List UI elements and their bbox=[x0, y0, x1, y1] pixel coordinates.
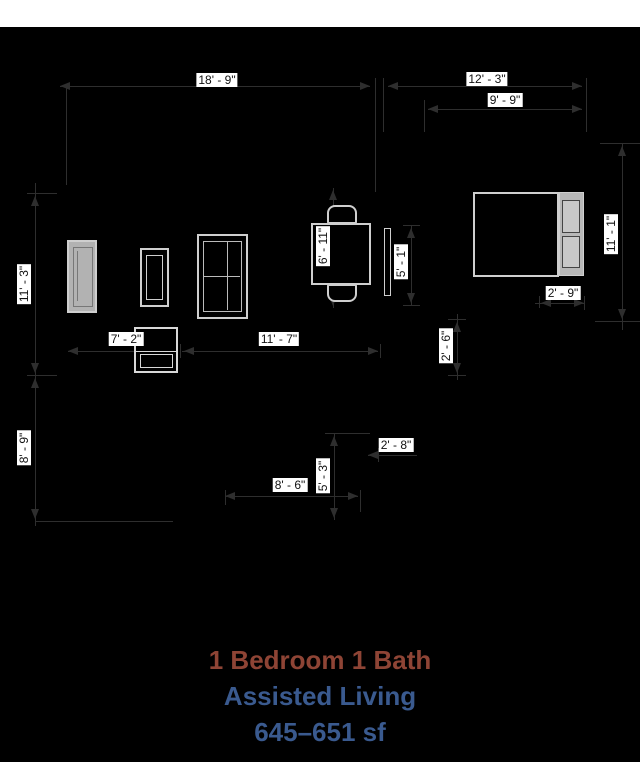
dim-label-11-3: 11' - 3" bbox=[17, 263, 31, 305]
square-table-divider bbox=[136, 351, 176, 352]
dimension-line bbox=[411, 225, 412, 305]
extension-tick bbox=[600, 143, 640, 144]
dim-label-18-9: 18' - 9" bbox=[196, 73, 238, 87]
arrow-icon bbox=[31, 378, 39, 388]
arrow-icon bbox=[330, 508, 338, 518]
arrow-icon bbox=[453, 322, 461, 332]
square-table bbox=[134, 327, 178, 373]
dimension-line bbox=[428, 109, 582, 110]
dresser-detail bbox=[77, 251, 78, 301]
arrow-icon bbox=[31, 196, 39, 206]
extension-tick bbox=[403, 305, 420, 306]
dim-label-12-3: 12' - 3" bbox=[466, 72, 508, 86]
extension-tick bbox=[378, 448, 379, 462]
dimension-line bbox=[388, 86, 582, 87]
tv bbox=[384, 228, 391, 296]
dim-label-5-1: 5' - 1" bbox=[394, 244, 408, 280]
plan-title: 1 Bedroom 1 Bath bbox=[208, 645, 432, 675]
dresser-door bbox=[73, 247, 93, 307]
extension-tick bbox=[380, 344, 381, 358]
dimension-line bbox=[225, 496, 358, 497]
extension-line bbox=[66, 88, 67, 185]
dim-label-8-9: 8' - 9" bbox=[17, 430, 31, 466]
arrow-icon bbox=[574, 299, 584, 307]
dimension-line bbox=[622, 143, 623, 330]
dim-label-6-11: 6' - 11" bbox=[316, 225, 330, 267]
extension-line bbox=[375, 78, 376, 192]
dim-label-7-2: 7' - 2" bbox=[108, 332, 144, 346]
arrow-icon bbox=[60, 82, 70, 90]
extension-tick bbox=[27, 193, 57, 194]
chair bbox=[327, 205, 357, 224]
bed-headboard bbox=[559, 192, 584, 276]
dimension-line bbox=[68, 351, 178, 352]
cabinet bbox=[197, 234, 248, 319]
plan-subtitle: Assisted Living bbox=[223, 681, 417, 711]
dim-label-11-1: 11' - 1" bbox=[604, 213, 618, 255]
pillow bbox=[562, 200, 580, 233]
extension-tick bbox=[180, 344, 181, 358]
arrow-icon bbox=[368, 451, 378, 459]
arrow-icon bbox=[31, 509, 39, 519]
extension-tick bbox=[325, 433, 370, 434]
arrow-icon bbox=[68, 347, 78, 355]
arrow-icon bbox=[572, 105, 582, 113]
arrow-icon bbox=[31, 363, 39, 373]
arrow-icon bbox=[541, 299, 551, 307]
top-white-band bbox=[0, 0, 640, 27]
bed-mattress bbox=[473, 192, 559, 277]
chair bbox=[327, 284, 357, 302]
dim-label-9-9: 9' - 9" bbox=[487, 93, 523, 107]
pillow bbox=[562, 236, 580, 268]
dimension-line bbox=[535, 303, 584, 304]
arrow-icon bbox=[388, 82, 398, 90]
dim-label-8-6: 8' - 6" bbox=[272, 478, 308, 492]
arrow-icon bbox=[618, 309, 626, 319]
dimension-line bbox=[334, 433, 335, 520]
dimension-line bbox=[182, 351, 378, 352]
extension-tick bbox=[27, 375, 57, 376]
dim-label-11-7: 11' - 7" bbox=[258, 332, 300, 346]
arrow-icon bbox=[407, 228, 415, 238]
dimension-line bbox=[35, 183, 36, 526]
arrow-icon bbox=[184, 347, 194, 355]
plan-area: 645–651 sf bbox=[254, 717, 386, 747]
extension-line bbox=[424, 100, 425, 132]
extension-line bbox=[383, 78, 384, 132]
dresser bbox=[67, 240, 97, 313]
extension-tick bbox=[595, 321, 640, 322]
arrow-icon bbox=[348, 492, 358, 500]
plan-titles: 1 Bedroom 1 Bath Assisted Living 645–651… bbox=[0, 642, 640, 750]
extension-tick bbox=[539, 296, 540, 308]
dim-label-2-9: 2' - 9" bbox=[545, 286, 581, 300]
dimension-line bbox=[457, 314, 458, 380]
arrow-icon bbox=[225, 492, 235, 500]
dim-label-5-3: 5' - 3" bbox=[316, 458, 330, 494]
dim-label-2-6: 2' - 6" bbox=[439, 328, 453, 364]
dim-label-2-8: 2' - 8" bbox=[378, 438, 414, 452]
extension-line bbox=[586, 78, 587, 132]
arrow-icon bbox=[330, 436, 338, 446]
end-table bbox=[140, 248, 169, 307]
arrow-icon bbox=[360, 82, 370, 90]
arrow-icon bbox=[329, 190, 337, 200]
extension-tick bbox=[35, 521, 173, 522]
end-table-inner bbox=[146, 255, 163, 300]
arrow-icon bbox=[368, 347, 378, 355]
extension-tick bbox=[360, 490, 361, 512]
arrow-icon bbox=[572, 82, 582, 90]
cabinet-divider bbox=[227, 241, 228, 310]
arrow-icon bbox=[618, 146, 626, 156]
square-table-inner bbox=[140, 354, 173, 368]
arrow-icon bbox=[428, 105, 438, 113]
arrow-icon bbox=[453, 363, 461, 373]
extension-tick bbox=[584, 296, 585, 310]
dimension-line bbox=[368, 455, 417, 456]
arrow-icon bbox=[407, 293, 415, 303]
cabinet-shelf bbox=[203, 276, 240, 277]
